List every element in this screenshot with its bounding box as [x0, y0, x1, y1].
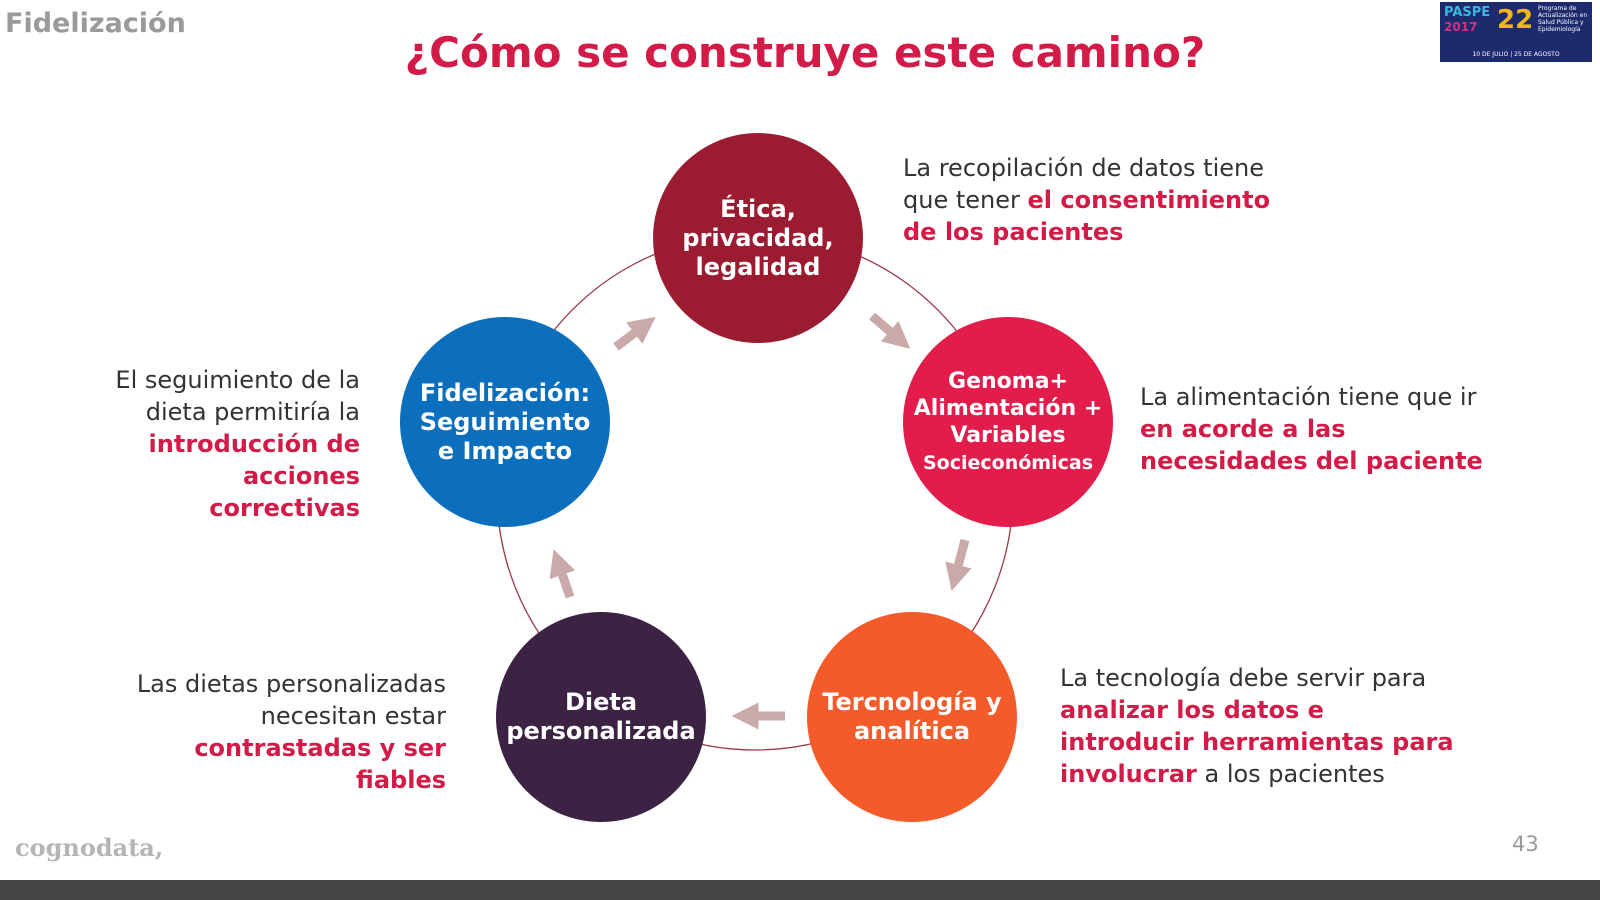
logo-row: PASPE 2017 22 Programa de Actualización … [1444, 5, 1588, 49]
logo-dates: 10 DE JULIO | 25 DE AGOSTO [1472, 51, 1560, 58]
logo-line1: PASPE [1444, 5, 1491, 20]
note-highlight: introducción de acciones correctivas [148, 430, 360, 522]
note-text: El seguimiento de la dieta permitiría la [115, 366, 360, 426]
logo-desc: Programa de Actualización en Salud Públi… [1538, 5, 1588, 33]
note-technology: La tecnología debe servir para analizar … [1060, 662, 1460, 790]
note-ethics: La recopilación de datos tiene que tener… [903, 152, 1303, 248]
note-genome: La alimentación tiene que ir en acorde a… [1140, 381, 1485, 477]
logo-col: PASPE 2017 [1444, 5, 1494, 34]
note-highlight: analizar los datos e introducir herramie… [1060, 696, 1454, 788]
circle-label: Fidelización: Seguimiento e Impacto [419, 378, 591, 465]
paspe-logo: PASPE 2017 22 Programa de Actualización … [1440, 2, 1592, 62]
note-text: La alimentación tiene que ir [1140, 383, 1477, 411]
circle-loyalty: Fidelización: Seguimiento e Impacto [400, 317, 610, 527]
circle-diet: Dieta personalizada [496, 612, 706, 822]
circle-label: Dieta personalizada [506, 688, 696, 745]
bottom-bar [0, 880, 1600, 900]
note-loyalty: El seguimiento de la dieta permitiría la… [90, 364, 360, 524]
note-highlight: el consentimiento de los pacientes [903, 186, 1271, 246]
circle-sublabel: Socieconómicas [923, 451, 1093, 474]
note-text-after: a los pacientes [1196, 760, 1385, 788]
arrow-icon [945, 538, 972, 592]
note-diet: Las dietas personalizadas necesitan esta… [100, 668, 446, 796]
note-text: Las dietas personalizadas necesitan esta… [136, 670, 446, 730]
circle-ethics: Ética, privacidad, legalidad [653, 133, 863, 343]
arrow-icon [613, 316, 656, 351]
logo-number: 22 [1497, 5, 1534, 35]
logo-line2: 2017 [1444, 20, 1478, 34]
note-highlight: en acorde a las necesidades del paciente [1140, 415, 1483, 475]
arrow-icon [549, 549, 576, 599]
note-highlight: contrastadas y ser fiables [194, 734, 446, 794]
page-number: 43 [1512, 832, 1539, 856]
circle-label: Genoma+ Alimentación + Variables [913, 368, 1103, 448]
circle-label: Ética, privacidad, legalidad [682, 194, 834, 281]
cognodata-logo: cognodata, [15, 833, 164, 862]
note-text: La recopilación de datos tiene que tener [903, 154, 1264, 214]
circle-technology: Tercnología y analítica [807, 612, 1017, 822]
arrow-icon [869, 312, 911, 349]
circle-label: Tercnología y analítica [822, 688, 1002, 745]
page-title: ¿Cómo se construye este camino? [404, 28, 1206, 77]
note-text: La tecnología debe servir para [1060, 664, 1427, 692]
section-label: Fidelización [5, 8, 186, 39]
